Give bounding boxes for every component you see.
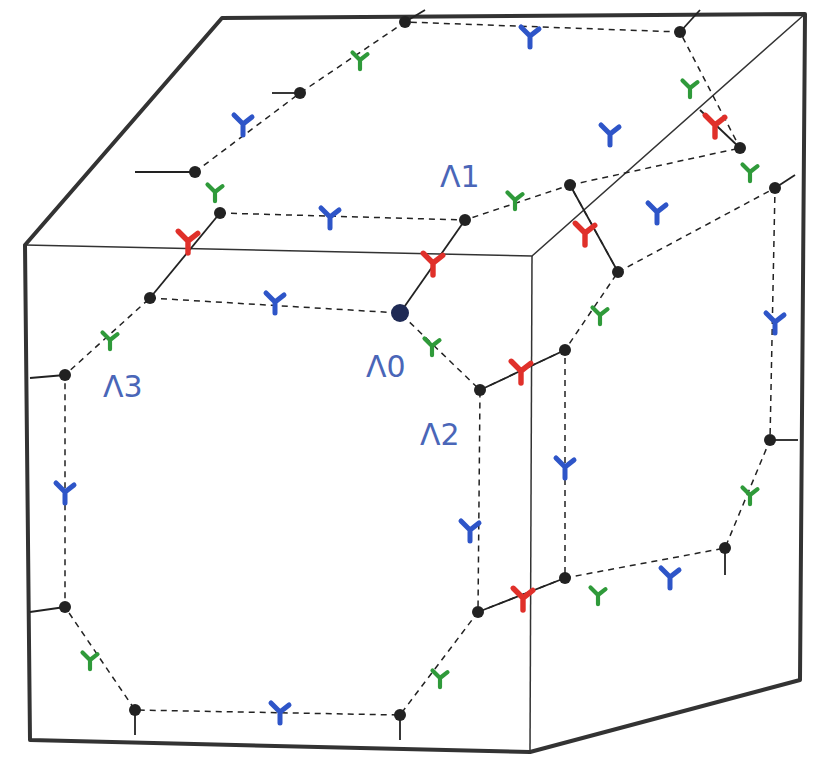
red-symbols <box>178 115 725 610</box>
node-label: Λ1 <box>440 162 480 192</box>
cube-outline <box>25 14 805 752</box>
dots <box>59 16 781 721</box>
blue-symbols <box>56 27 784 723</box>
node-label: Λ2 <box>420 420 460 450</box>
solid-links <box>30 10 798 740</box>
node-label: Λ0 <box>366 352 406 382</box>
node-label: Λ3 <box>103 372 143 402</box>
dashed-paths <box>65 22 775 715</box>
green-symbols <box>83 53 758 688</box>
